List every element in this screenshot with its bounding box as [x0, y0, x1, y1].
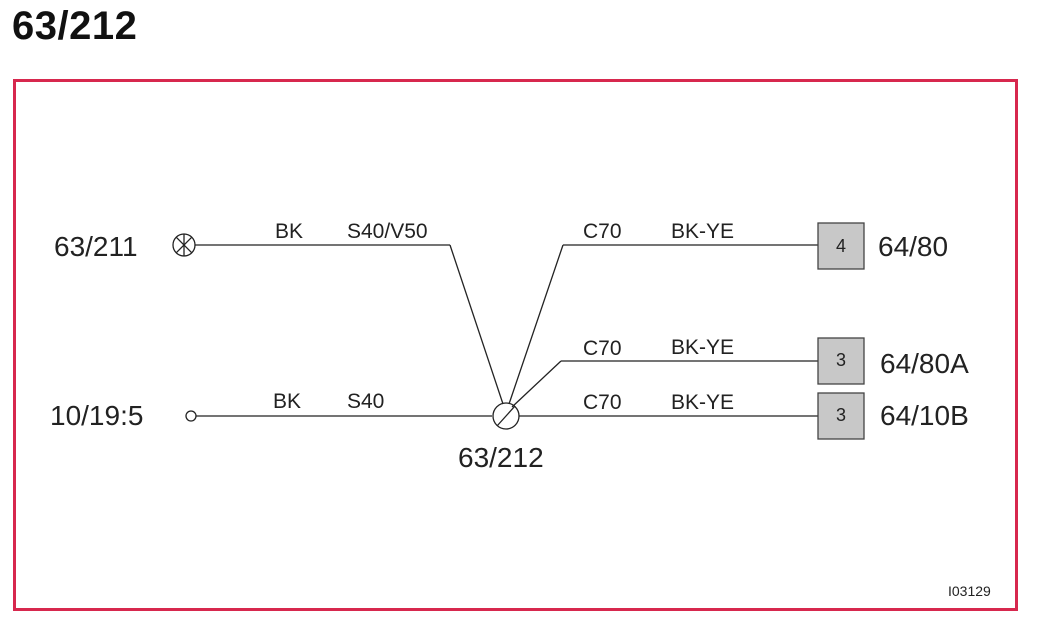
- wire-color-right-2: BK-YE: [671, 336, 734, 359]
- splice-label: 63/212: [458, 442, 544, 473]
- wire-color-right-1: BK-YE: [671, 220, 734, 243]
- wire-variant-right-1: C70: [583, 220, 622, 243]
- component-label-64-80a: 64/80A: [880, 348, 969, 379]
- reference-number: I03129: [948, 583, 991, 599]
- connector-64-80[interactable]: 4: [817, 222, 865, 270]
- terminal-icon[interactable]: [185, 410, 197, 422]
- wire-color-left-bottom: BK: [273, 390, 301, 413]
- wire-color-left-top: BK: [275, 220, 303, 243]
- pin-number-2: 3: [836, 350, 846, 370]
- wire-right-2[interactable]: [511, 360, 818, 408]
- connector-64-10b[interactable]: 3: [817, 392, 865, 440]
- pin-number-3: 3: [836, 405, 846, 425]
- wire-variant-left-bottom: S40: [347, 390, 384, 413]
- lamp-icon[interactable]: [172, 233, 196, 257]
- component-label-64-10b: 64/10B: [880, 400, 969, 431]
- wire-variant-right-3: C70: [583, 391, 622, 414]
- connector-64-80a[interactable]: 3: [817, 337, 865, 385]
- pin-number-1: 4: [836, 236, 846, 256]
- page-title: 63/212: [12, 4, 138, 48]
- wire-color-right-3: BK-YE: [671, 391, 734, 414]
- component-label-64-80: 64/80: [878, 231, 948, 262]
- component-label-10-19-5: 10/19:5: [50, 400, 143, 431]
- splice-icon[interactable]: [492, 402, 520, 430]
- wire-variant-left-top: S40/V50: [347, 220, 428, 243]
- wire-right-1[interactable]: [508, 244, 818, 405]
- component-label-63-211: 63/211: [54, 231, 138, 262]
- wire-variant-right-2: C70: [583, 337, 622, 360]
- diagram-frame: [13, 79, 1018, 611]
- wire-left-top[interactable]: [195, 244, 504, 405]
